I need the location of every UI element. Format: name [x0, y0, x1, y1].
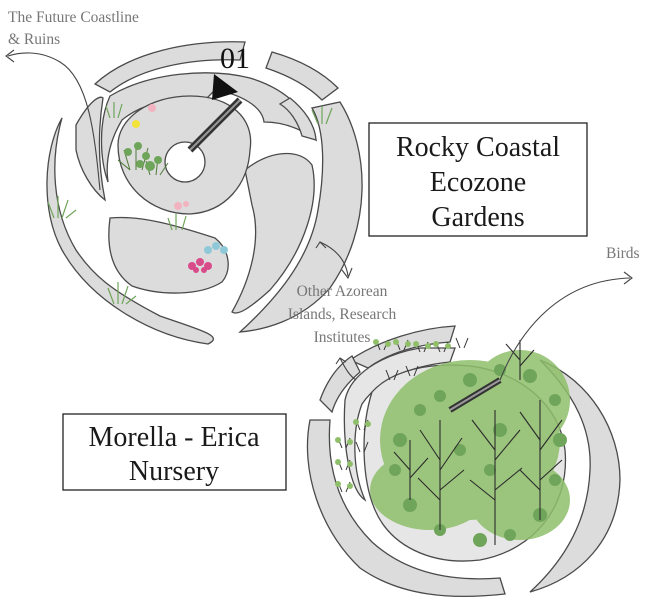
middle-ring-bed: [109, 217, 228, 293]
outer-ring-bed: [76, 97, 105, 200]
rocky-title-line3: Gardens: [431, 202, 524, 233]
coastline-label-line2: & Ruins: [8, 31, 60, 48]
nursery-title-line1: Morella - Erica: [88, 422, 260, 453]
garden-number: 01: [220, 42, 250, 75]
center-clearing: [165, 142, 205, 182]
rocky-coastal-title-box: Rocky Coastal Ecozone Gardens: [369, 123, 587, 236]
nursery-title-box: Morella - Erica Nursery: [63, 414, 286, 490]
other-islands-label-line2: Islands, Research: [288, 306, 397, 323]
other-islands-label-line3: Institutes: [314, 329, 371, 346]
flower-icon: [148, 104, 156, 112]
nursery-garden-plan: [307, 326, 620, 596]
birds-label: Birds: [606, 245, 640, 262]
other-islands-label-line1: Other Azorean: [297, 283, 388, 300]
rocky-title-line1: Rocky Coastal: [396, 132, 560, 163]
nursery-title-line2: Nursery: [129, 456, 219, 487]
coastline-label-line1: The Future Coastline: [8, 9, 139, 26]
rocky-title-line2: Ecozone: [430, 167, 526, 198]
flower-icon: [132, 120, 140, 128]
